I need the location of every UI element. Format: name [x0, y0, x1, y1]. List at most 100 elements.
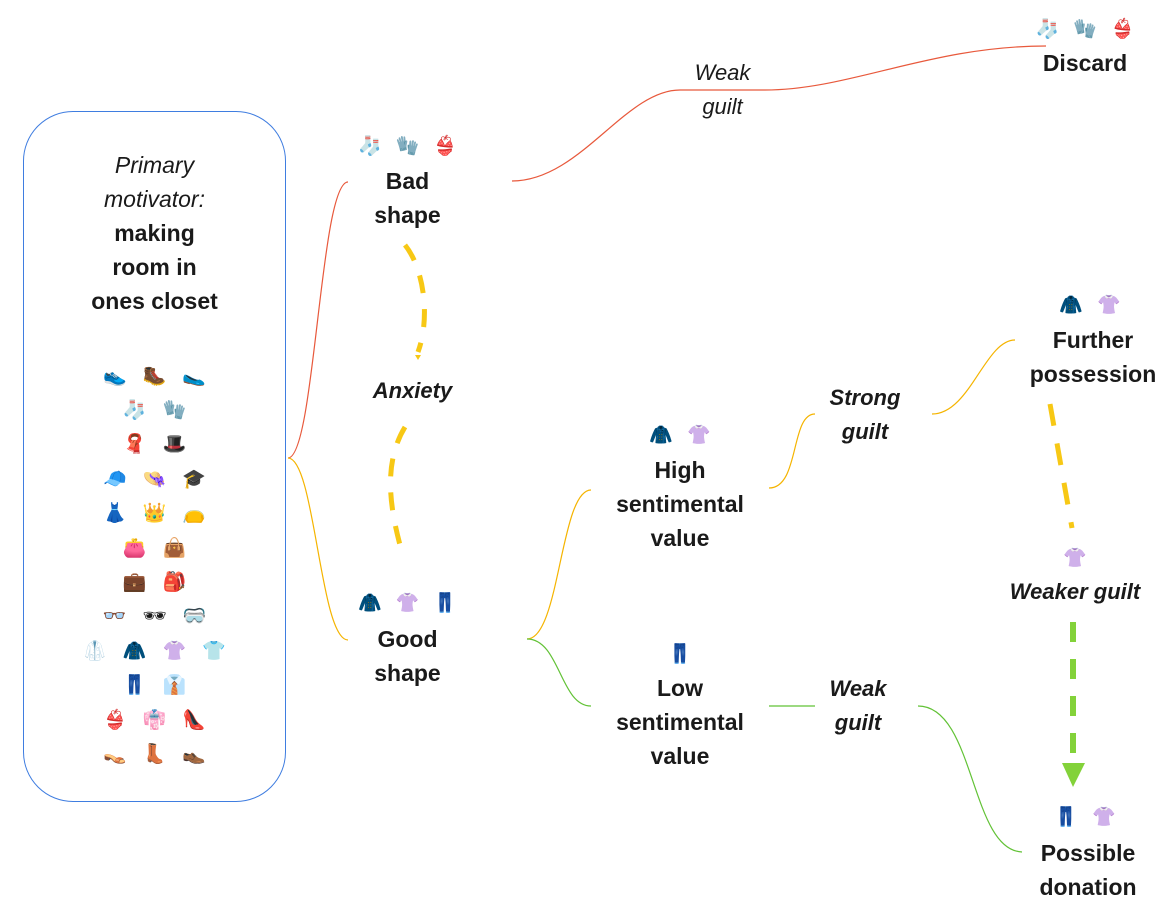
clothing-icon: 👕	[202, 639, 226, 662]
node-low-sentimental-line: sentimental	[616, 709, 744, 735]
edge-label-weaker-guilt: Weaker guilt	[995, 575, 1155, 609]
clothing-icon: 🧣	[122, 433, 147, 456]
clothing-icon: 🧥	[649, 424, 673, 446]
clothing-icon: 🧤	[162, 399, 187, 422]
clothing-icon: 👞	[182, 742, 206, 765]
node-high-sentimental: High sentimental value	[595, 453, 765, 555]
clothing-icon: 👚	[687, 424, 711, 446]
clothing-icon: 🧦	[122, 399, 147, 422]
clothing-icon: 🧦	[357, 135, 382, 157]
edge-low-donation	[769, 705, 1023, 853]
clothing-icon: 🧤	[1073, 18, 1097, 40]
clothing-icon: 🥽	[182, 605, 207, 628]
edge-label-weak-guilt-top: Weak guilt	[670, 56, 775, 124]
root-icon-row: 🧦🧤	[23, 392, 286, 426]
clothing-icon: 👓	[102, 605, 127, 628]
node-good-shape-line: Good	[377, 626, 438, 652]
clothing-icon: 👖	[122, 674, 147, 697]
possible-donation-icons: 👖👚	[1030, 806, 1140, 828]
clothing-icon: 👛	[122, 536, 147, 559]
edge-dashed-further-weaker	[1047, 403, 1075, 529]
node-good-shape-line: shape	[374, 660, 441, 686]
node-low-sentimental: Low sentimental value	[595, 671, 765, 773]
clothing-icon: 🧤	[395, 135, 420, 157]
node-discard: Discard	[1025, 46, 1145, 80]
clothing-icon: 🧥	[357, 592, 382, 614]
clothing-icon: 🎩	[162, 433, 187, 456]
clothing-icon: 🎓	[182, 467, 206, 490]
root-icon-row: 👡 👢 👞	[23, 736, 286, 770]
clothing-icon: 👡	[102, 742, 127, 765]
root-caption-line: motivator:	[104, 186, 205, 212]
root-icon-row: 👗👑👝	[23, 496, 286, 530]
node-good-shape: Good shape	[345, 622, 470, 690]
clothing-icon: 👒	[142, 467, 167, 490]
clothing-icon: 👗	[102, 502, 127, 525]
node-possible-donation-line: donation	[1039, 874, 1137, 900]
root-icon-row: 👙 👘 👠	[23, 702, 286, 736]
root-caption-line: room in	[112, 254, 197, 280]
clothing-icon: 👠	[182, 708, 206, 731]
node-further-possession-line: Further	[1052, 327, 1134, 353]
root-box	[23, 111, 286, 802]
blouse-icon: 👚	[1063, 547, 1087, 569]
root-icon-row: 👟 🥾 🥿	[23, 358, 286, 392]
edge-root-good-shape	[287, 457, 349, 641]
clothing-icon: 👙	[1110, 18, 1135, 40]
edge-root-bad-shape	[287, 181, 349, 459]
root-icon-row: 🧣🎩	[23, 427, 286, 461]
clothing-icon: 👚	[1092, 806, 1116, 828]
clothing-icon: 🧦	[1035, 18, 1060, 40]
edge-high-further	[768, 339, 1016, 489]
clothing-icon: 🥿	[182, 364, 206, 387]
node-high-sentimental-line: High	[654, 457, 706, 483]
node-high-sentimental-line: value	[650, 525, 710, 551]
further-possession-icons: 🧥👚	[1035, 294, 1145, 316]
clothing-icon: 👙	[102, 708, 127, 731]
edge-label-anxiety: Anxiety	[350, 374, 475, 408]
node-low-sentimental-line: value	[650, 743, 710, 769]
edge-good-high	[526, 489, 592, 640]
clothing-icon: 🧢	[102, 467, 127, 490]
edge-dashed-anxiety-good	[388, 425, 408, 546]
arrowhead-donation	[1062, 763, 1085, 787]
clothing-icon: 🥾	[142, 364, 167, 387]
node-discard-line: Discard	[1042, 50, 1128, 76]
clothing-icon: 🥼	[83, 639, 107, 662]
node-low-sentimental-line: Low	[657, 675, 703, 701]
clothing-icon: 👟	[102, 364, 127, 387]
arrowhead-anxiety	[415, 355, 421, 360]
clothing-icon: 👘	[142, 708, 167, 731]
root-icon-row: 👖👔	[23, 668, 286, 702]
root-caption-line: Primary	[114, 152, 195, 178]
edge-label-strong-guilt-line: guilt	[841, 419, 889, 444]
good-shape-icons: 🧥 👚 👖	[345, 592, 470, 614]
clothing-icon: 👚	[395, 592, 420, 614]
discard-icons: 🧦 🧤 👙	[1030, 18, 1140, 40]
clothing-icon: 👚	[1097, 294, 1121, 316]
edge-label-weaker-guilt-line: Weaker guilt	[1009, 579, 1141, 604]
node-possible-donation-line: Possible	[1040, 840, 1136, 866]
clothing-icon: 👖	[433, 592, 457, 614]
node-bad-shape-line: Bad	[385, 168, 430, 194]
clothing-icon: 👢	[142, 742, 167, 765]
root-caption-line: ones closet	[91, 288, 218, 314]
root-caption: Primary motivator: making room in ones c…	[23, 148, 286, 318]
clothing-icon: 🕶	[142, 605, 167, 628]
clothing-icon: 👜	[162, 536, 187, 559]
edge-label-strong-guilt-line: Strong	[829, 385, 901, 410]
node-possible-donation: Possible donation	[1018, 836, 1158, 904]
node-high-sentimental-line: sentimental	[616, 491, 744, 517]
root-icon-row: 💼🎒	[23, 564, 286, 598]
edge-label-weak-guilt-top-line: Weak	[694, 60, 751, 85]
edge-label-weak-guilt-top-line: guilt	[702, 94, 743, 119]
clothing-icon: 🧥	[122, 639, 147, 662]
clothing-icon: 👚	[162, 639, 187, 662]
clothing-icon: 🧥	[1059, 294, 1083, 316]
clothing-icon: 👝	[182, 502, 206, 525]
edge-label-weak-guilt-bottom-line: guilt	[834, 710, 882, 735]
root-icon-row: 👓 🕶 🥽	[23, 599, 286, 633]
